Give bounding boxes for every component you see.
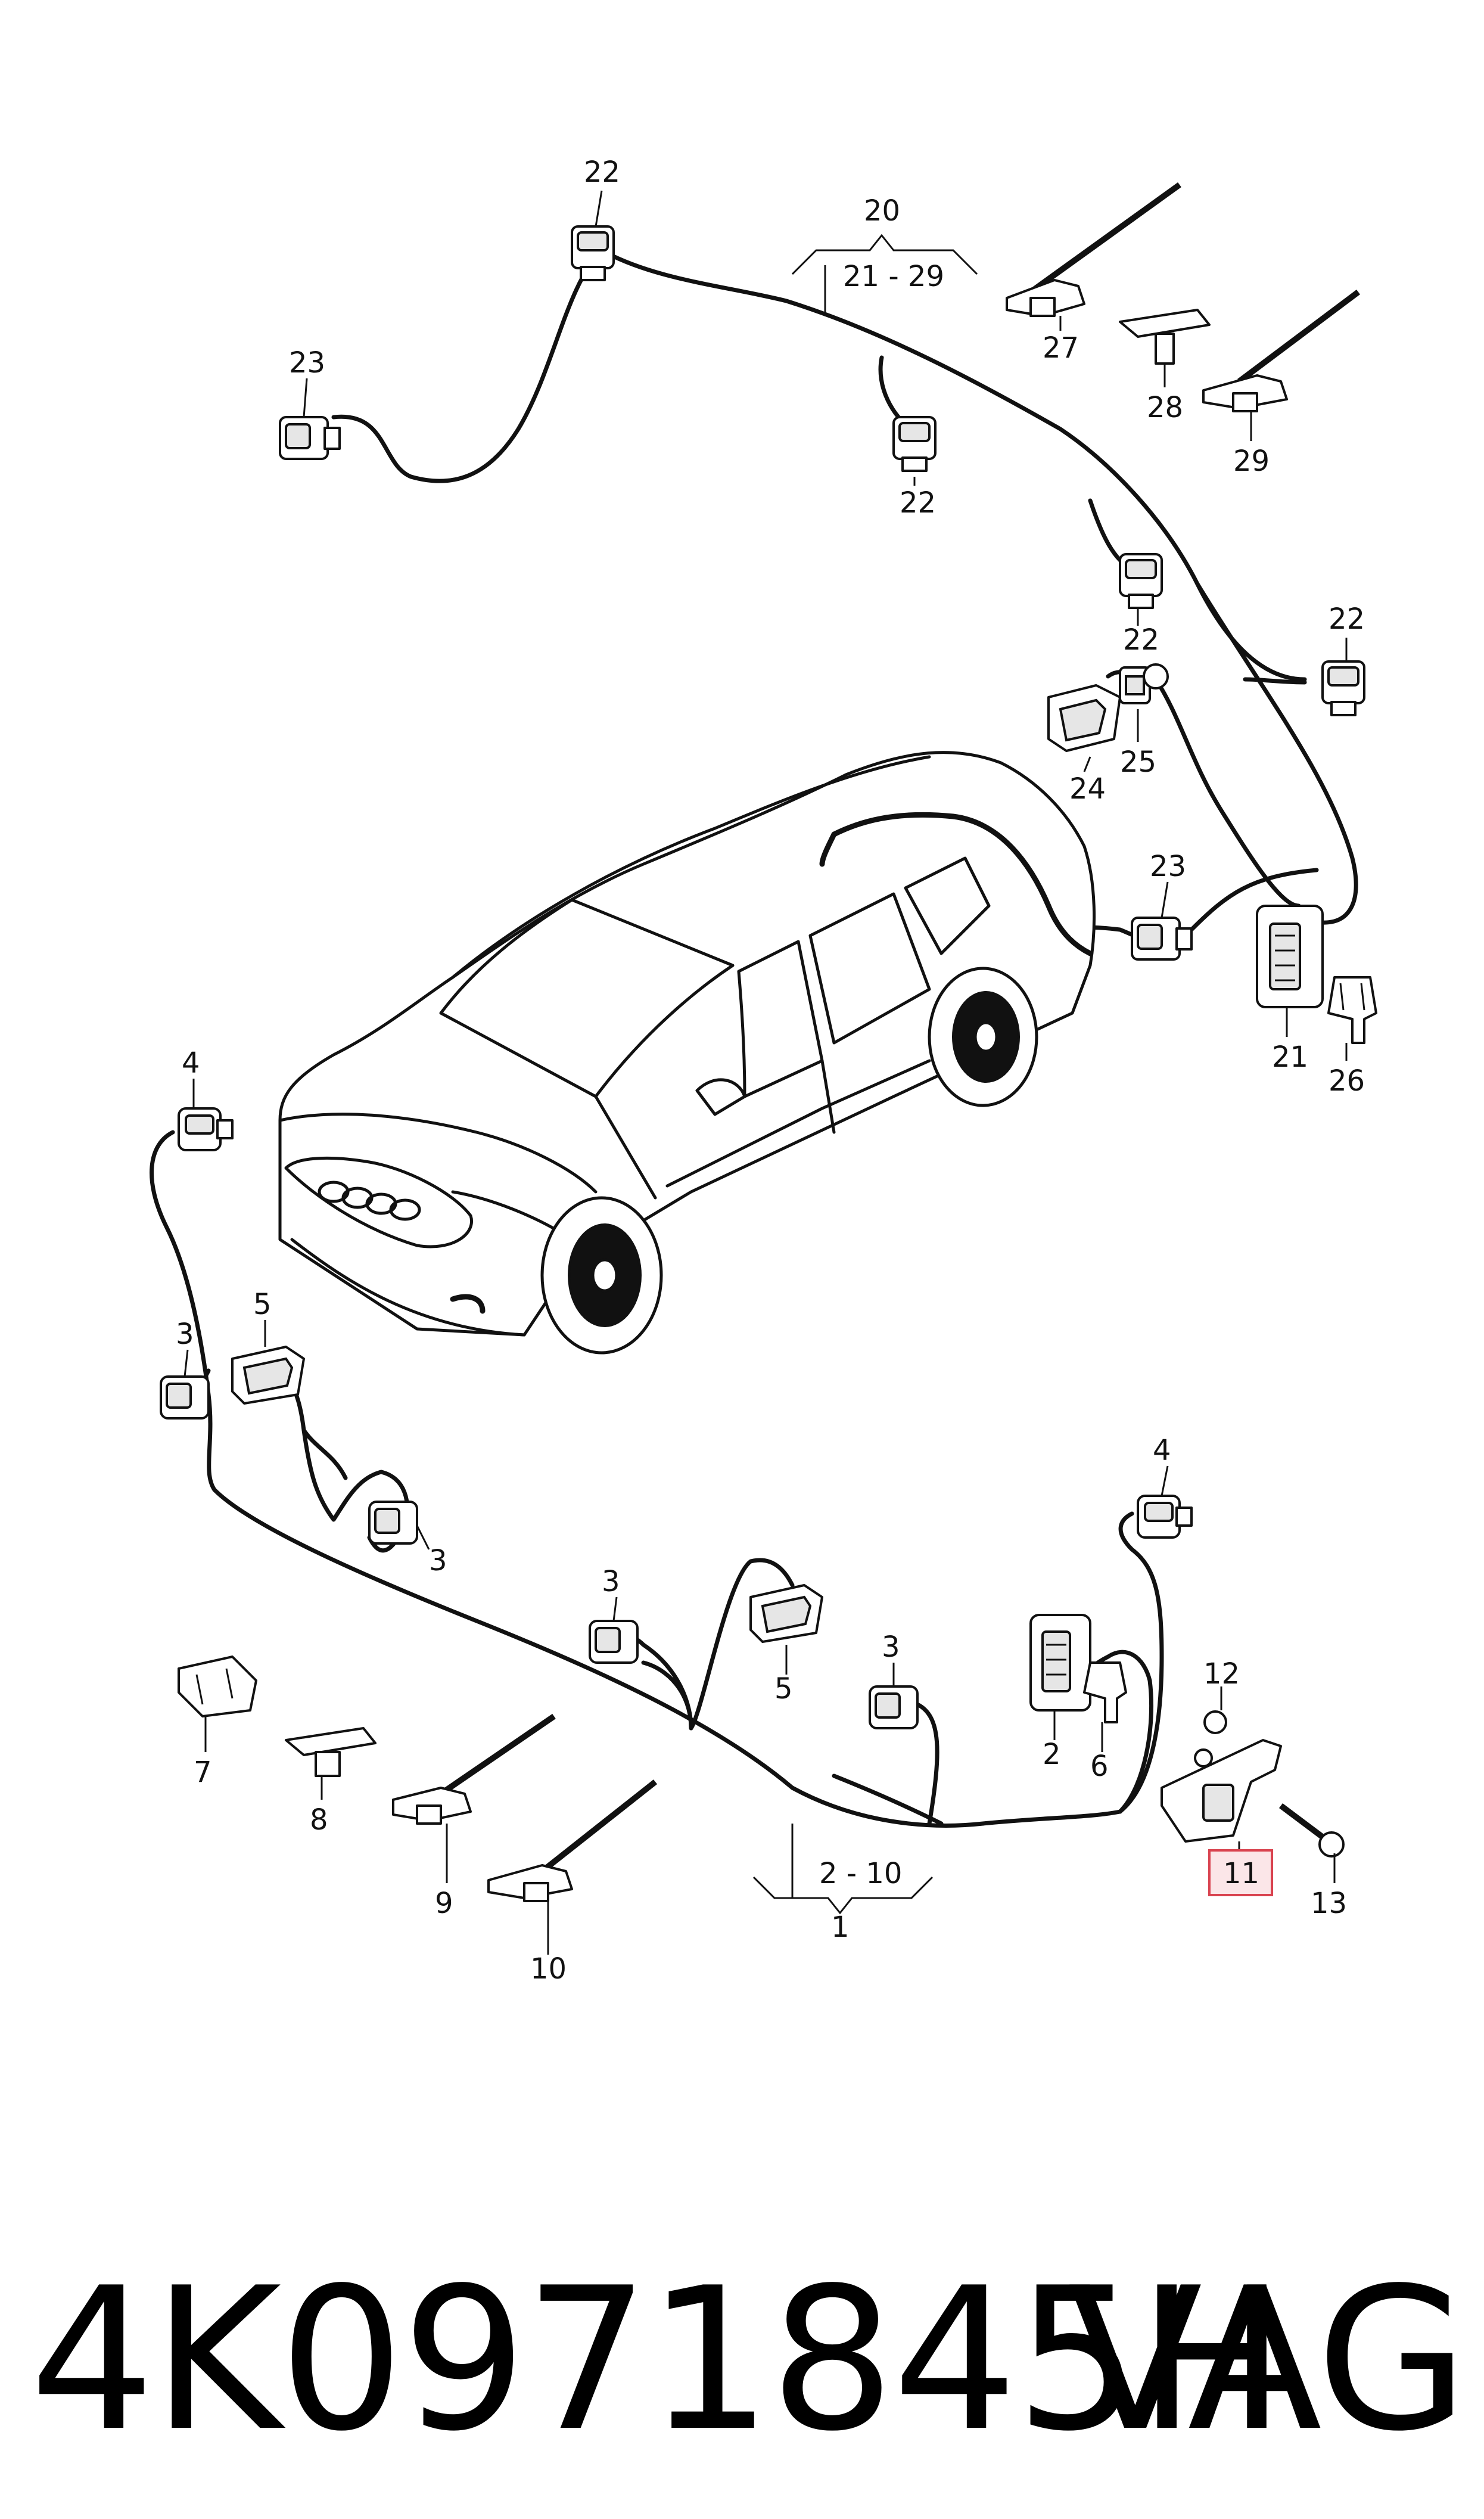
wiring-harness-diagram: 20 21 - 29 22 22 22 22 23 23 24 25 21 26… — [150, 156, 1377, 1986]
connector-4-right — [1137, 1495, 1193, 1539]
connector-23-right — [1131, 917, 1193, 961]
plug-25 — [1119, 663, 1169, 704]
callout-labels: 20 21 - 29 22 22 22 22 23 23 24 25 21 26… — [176, 156, 1365, 1986]
control-unit-2 — [1029, 1614, 1091, 1712]
callout-2-10: 2 - 10 — [819, 1857, 902, 1890]
callout-12: 12 — [1203, 1657, 1240, 1691]
clip-28 — [1119, 309, 1211, 365]
bracket-11-assembly — [1161, 1739, 1282, 1843]
callout-3: 3 — [429, 1544, 447, 1577]
callout-11: 11 — [1223, 1857, 1259, 1890]
clip-nut-12 — [1203, 1710, 1227, 1734]
connector-3-d — [869, 1685, 919, 1729]
bracket-6 — [1083, 1661, 1127, 1723]
callout-1: 1 — [831, 1911, 850, 1944]
callout-20: 20 — [864, 194, 900, 228]
connector-22-right — [1119, 553, 1163, 609]
callout-3: 3 — [176, 1318, 194, 1351]
callout-23: 23 — [289, 346, 325, 380]
control-unit-21 — [1256, 905, 1324, 1008]
callout-7: 7 — [194, 1756, 212, 1789]
callout-22: 22 — [1329, 602, 1365, 636]
screw-13 — [1279, 1803, 1345, 1858]
part-number: 4K0971845H — [30, 2245, 1286, 2474]
connector-3-a — [160, 1375, 210, 1420]
connector-4-left — [178, 1107, 234, 1151]
callout-10: 10 — [530, 1952, 567, 1986]
callout-21-29: 21 - 29 — [843, 260, 944, 293]
callout-3: 3 — [882, 1630, 900, 1664]
connector-5-left — [231, 1346, 305, 1405]
callout-22: 22 — [1123, 623, 1159, 657]
callout-9: 9 — [435, 1887, 453, 1920]
bracket-26 — [1327, 976, 1377, 1044]
connector-24 — [1047, 684, 1121, 752]
connector-5-right — [749, 1584, 823, 1643]
callout-24: 24 — [1069, 772, 1106, 806]
callout-13: 13 — [1311, 1887, 1347, 1920]
cable-tie-27 — [1006, 182, 1181, 317]
connector-3-b — [368, 1501, 418, 1545]
callout-5: 5 — [774, 1672, 793, 1706]
connector-22-far-right — [1321, 660, 1365, 716]
callout-22: 22 — [900, 486, 936, 520]
connector-22-top — [571, 225, 615, 281]
highlight-box-11 — [1208, 1849, 1273, 1896]
callout-4: 4 — [182, 1046, 200, 1080]
clip-8 — [285, 1727, 377, 1777]
footer: 4K0971845H VAG — [0, 2241, 1484, 2479]
callout-23: 23 — [1150, 850, 1186, 883]
callout-21: 21 — [1272, 1040, 1308, 1074]
cable-tie-9 — [392, 1713, 556, 1825]
clip-7 — [178, 1655, 257, 1717]
connector-23-left — [279, 416, 341, 460]
callout-26: 26 — [1329, 1064, 1365, 1098]
callout-27: 27 — [1043, 331, 1079, 365]
callout-8: 8 — [310, 1803, 328, 1837]
callout-4: 4 — [1153, 1434, 1171, 1467]
callout-22: 22 — [584, 156, 620, 189]
callout-2: 2 — [1043, 1738, 1061, 1771]
cable-tie-29 — [1202, 290, 1360, 412]
callout-28: 28 — [1147, 391, 1183, 424]
connector-3-c — [589, 1620, 639, 1664]
connector-22-mid — [892, 416, 937, 472]
car-illustration — [278, 751, 1096, 1355]
cable-tie-10 — [487, 1779, 658, 1902]
callout-6: 6 — [1090, 1750, 1109, 1783]
callout-3: 3 — [602, 1565, 620, 1598]
callout-5: 5 — [253, 1288, 272, 1321]
brand-name: VAG — [1068, 2245, 1469, 2474]
callout-29: 29 — [1233, 445, 1270, 478]
callout-25: 25 — [1120, 746, 1156, 779]
